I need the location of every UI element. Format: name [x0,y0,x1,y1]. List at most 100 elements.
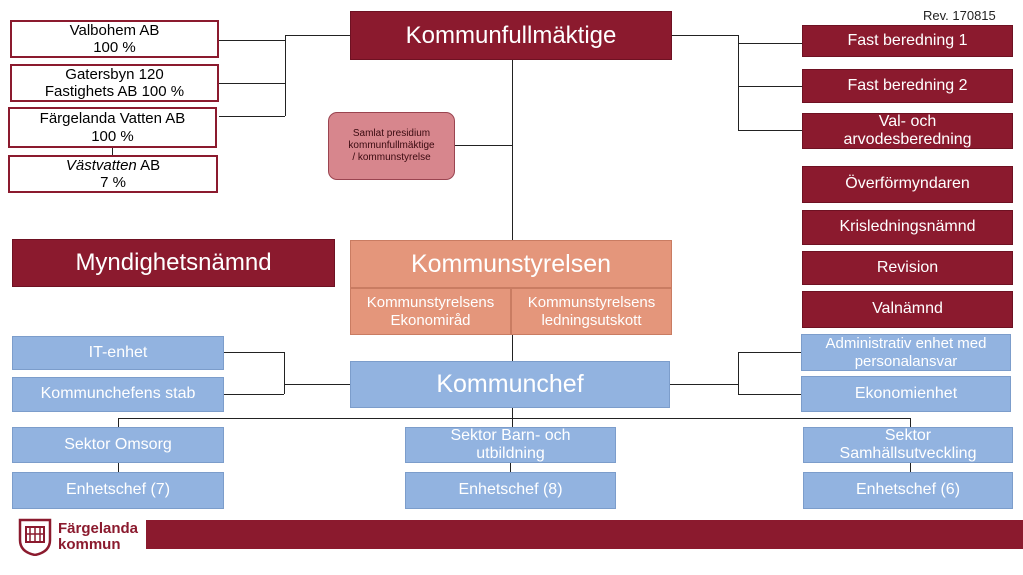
connector [118,418,119,427]
committee-label: Valnämnd [872,300,943,318]
board-sub-line: Kommunstyrelsens [527,294,656,312]
connector [284,352,285,394]
connector [224,394,284,395]
committee-label: Fast beredning 1 [847,31,968,49]
connector [285,35,286,116]
sector-box: Sektor Omsorg [12,427,224,463]
connector [738,130,802,131]
municipal-crest-icon [18,518,52,556]
unit-chief-box: Enhetschef (8) [405,472,616,509]
committee-box: Fast beredning 1 [802,25,1013,57]
company-name: Valbohem AB [69,21,160,39]
sector-box: Sektor Barn- och utbildning [405,427,616,463]
connector [285,35,350,36]
company-name: Färgelanda Vatten AB [39,110,186,128]
unit-chief-box: Enhetschef (6) [803,472,1013,509]
company-name: Gatersbyn 120 [65,65,164,83]
sector-label: Sektor [884,426,932,444]
ceo-box: Kommunchef [350,361,670,408]
unit-label: IT-enhet [88,343,148,361]
connector [112,148,113,155]
presidium-line: / kommunstyrelse [352,152,431,163]
connector [455,145,512,146]
committee-label: Val- och [878,112,937,130]
committee-label: Krisledningsnämnd [839,218,976,236]
company-share: Fastighets AB 100 % [44,83,185,100]
committee-label: Fast beredning 2 [847,76,968,94]
unit-chief-label: Enhetschef (6) [855,481,961,499]
ceo-title: Kommunchef [436,370,584,399]
committee-label: Överförmyndaren [845,175,970,193]
authority-title: Myndighetsnämnd [75,249,272,277]
unit-label: personalansvar [854,352,958,370]
connector [512,60,513,240]
connector [118,418,910,419]
committee-label: arvodesberedning [843,131,972,148]
connector [672,35,738,36]
connector [219,40,285,41]
committee-box: Valnämnd [802,291,1013,328]
company-box: Färgelanda Vatten AB 100 % [8,107,217,148]
footer-bar [146,520,1023,549]
connector [219,83,285,84]
committee-box: Överförmyndaren [802,166,1013,203]
revision-label: Rev. 170815 [923,8,996,23]
connector [510,463,511,472]
sector-label: utbildning [476,445,545,462]
connector [910,418,911,427]
municipality-logo: Färgelanda kommun [18,518,138,556]
logo-text: Färgelanda kommun [58,521,138,553]
connector [738,352,739,394]
company-share: 100 % [91,127,134,145]
connector [118,463,119,472]
connector [219,116,285,117]
presidium-line: Samlat presidium [352,128,431,139]
connector [738,394,801,395]
board-sub-line: ledningsutskott [541,311,642,329]
company-name-italic: Västvatten [65,156,137,174]
connector [670,384,738,385]
presidium-box: Samlat presidium kommunfullmäktige / kom… [328,112,455,180]
sector-label: Sektor Barn- och [450,426,571,444]
connector [512,335,513,361]
unit-box: Administrativ enhet med personalansvar [801,334,1011,371]
connector [910,463,911,472]
sector-label: Sektor Omsorg [64,435,172,453]
connector [738,43,802,44]
sector-box: Sektor Samhällsutveckling [803,427,1013,463]
unit-chief-label: Enhetschef (8) [458,481,563,499]
unit-box: IT-enhet [12,336,224,370]
company-box: Valbohem AB 100 % [10,20,219,58]
council-box: Kommunfullmäktige [350,11,672,60]
sector-label: Samhällsutveckling [839,445,977,462]
unit-chief-label: Enhetschef (7) [65,481,171,499]
connector [512,408,513,427]
committee-label: Revision [876,258,939,276]
connector [738,35,739,130]
board-box: Kommunstyrelsen [350,240,672,288]
unit-label: Ekonomienhet [854,384,958,402]
company-share: 7 % [100,174,126,191]
company-box: Gatersbyn 120 Fastighets AB 100 % [10,64,219,102]
board-title: Kommunstyrelsen [410,249,612,278]
board-sub-line: Kommunstyrelsens [366,294,495,312]
logo-line: Färgelanda [58,520,139,538]
company-name: Västvatten AB [66,157,160,174]
logo-line: kommun [58,536,121,553]
connector [738,352,801,353]
connector [284,384,350,385]
authority-box: Myndighetsnämnd [12,239,335,287]
committee-box: Krisledningsnämnd [802,210,1013,245]
council-title: Kommunfullmäktige [405,21,617,49]
company-share: 100 % [93,39,136,56]
unit-box: Ekonomienhet [801,376,1011,412]
presidium-line: kommunfullmäktige [348,140,435,151]
unit-box: Kommunchefens stab [12,377,224,412]
unit-label: Administrativ enhet med [825,335,987,353]
unit-chief-box: Enhetschef (7) [12,472,224,509]
unit-label: Kommunchefens stab [40,385,196,403]
committee-box: Revision [802,251,1013,285]
board-subcommittee: Kommunstyrelsens ledningsutskott [511,288,672,335]
committee-box: Val- och arvodesberedning [802,113,1013,149]
board-sub-line: Ekonomiråd [390,311,471,329]
